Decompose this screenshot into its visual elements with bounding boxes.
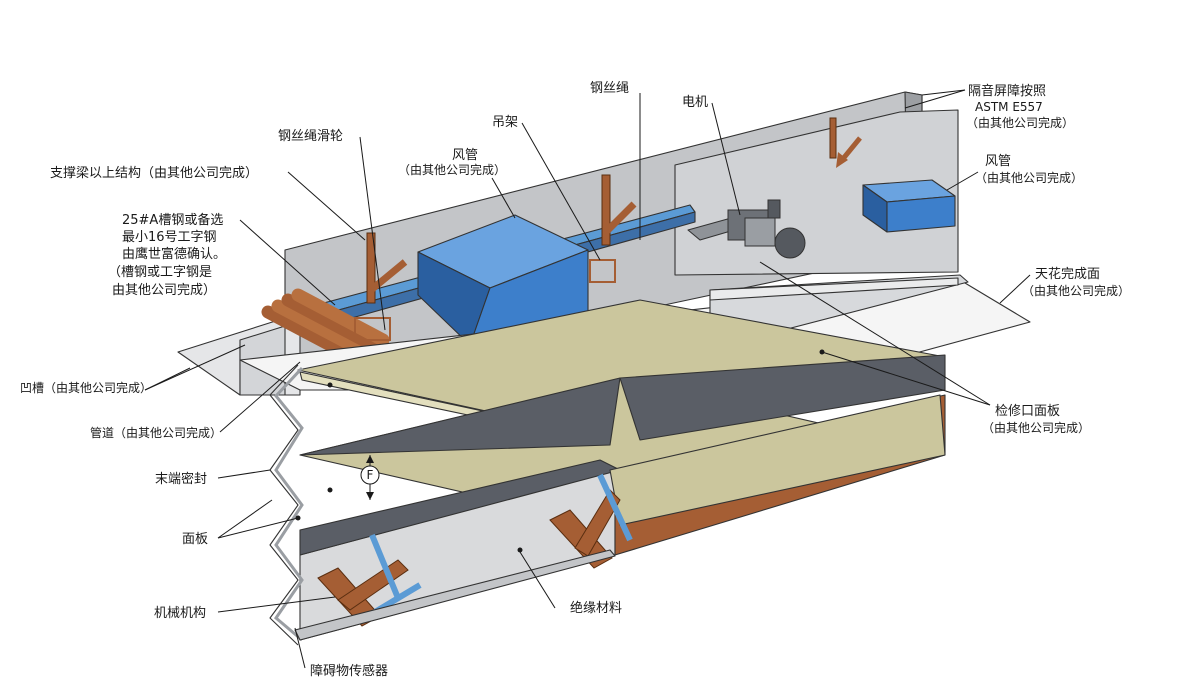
label-sheave: 钢丝绳滑轮 — [278, 129, 343, 144]
obstacle-sensor-rail — [294, 549, 616, 641]
label-hanger: 吊架 — [492, 115, 518, 130]
end-seal-frames — [269, 364, 304, 646]
label-wire-rope: 钢丝绳 — [590, 81, 629, 96]
label-channel-steel-1: 25#A槽钢或备选 — [122, 212, 223, 228]
leader-lines — [144, 89, 1031, 669]
f-marker: F — [360, 455, 380, 500]
label-channel-steel-2: 最小16号工字钢 — [122, 230, 217, 245]
label-duct-left: 风管 — [452, 148, 478, 163]
hanger-brackets — [354, 259, 616, 341]
svg-text:F: F — [367, 468, 374, 482]
duct-right — [862, 179, 956, 233]
label-obstacle-sensor: 障碍物传感器 — [310, 663, 388, 679]
label-support-beam: 支撑梁以上结构（由其他公司完成） — [50, 166, 258, 181]
label-duct-right-sub: （由其他公司完成） — [975, 170, 1083, 185]
label-channel-steel-5: 由其他公司完成） — [112, 283, 216, 298]
diagram-labels: 支撑梁以上结构（由其他公司完成） 25#A槽钢或备选 最小16号工字钢 由鹰世富… — [20, 81, 1130, 679]
label-access-panel-sub: （由其他公司完成） — [982, 420, 1090, 435]
label-channel-steel-4: （槽钢或工字钢是 — [108, 265, 212, 280]
label-barrier-2: ASTM E557 — [975, 100, 1043, 114]
label-insulation: 绝缘材料 — [570, 600, 622, 616]
joint-markers — [295, 349, 825, 553]
label-end-seal: 末端密封 — [155, 471, 207, 487]
label-channel-groove: 凹槽（由其他公司完成） — [20, 380, 152, 395]
arrow-marker-icon — [836, 136, 862, 168]
label-panel: 面板 — [182, 532, 208, 547]
middle-panel-right-underside — [619, 354, 946, 441]
ceiling-lip-front — [709, 277, 959, 301]
label-barrier-3: （由其他公司完成） — [966, 115, 1074, 130]
label-ceiling: 天花完成面 — [1035, 266, 1100, 282]
label-duct-right: 风管 — [985, 154, 1011, 169]
label-pipe: 管道（由其他公司完成） — [90, 425, 222, 440]
label-access-panel: 检修口面板 — [995, 404, 1060, 419]
label-channel-steel-3: 由鹰世富德确认。 — [122, 246, 226, 262]
duct-left — [417, 214, 589, 346]
motor-assembly — [687, 199, 806, 259]
label-motor: 电机 — [682, 95, 708, 110]
label-mechanism: 机械机构 — [154, 606, 206, 621]
label-ceiling-sub: （由其他公司完成） — [1022, 283, 1130, 298]
label-barrier-1: 隔音屏障按照 — [968, 83, 1046, 99]
middle-panel-underside — [299, 377, 621, 456]
label-duct-left-sub: （由其他公司完成） — [398, 162, 506, 177]
hanger-posts — [366, 117, 837, 304]
